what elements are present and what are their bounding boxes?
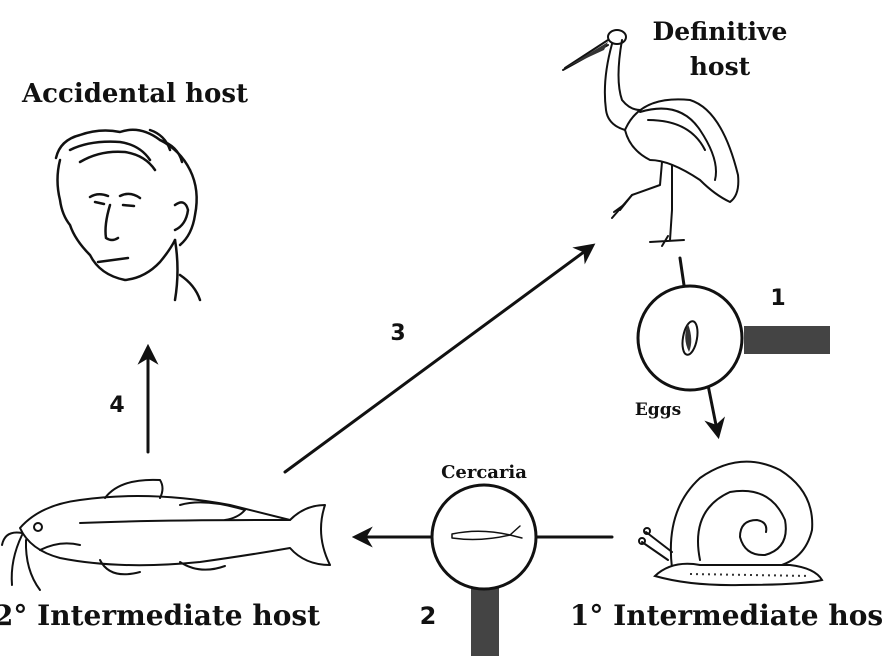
- step-number-3: 3: [390, 321, 405, 346]
- catfish-icon: [2, 480, 330, 590]
- definitive-host-label-line2: host: [690, 52, 751, 81]
- step-number-2: 2: [420, 602, 437, 630]
- step-number-1: 1: [770, 286, 785, 311]
- first-intermediate-host-label: 1° Intermediate host: [570, 599, 882, 632]
- arrow-fish-to-stork: [285, 246, 592, 472]
- cercaria-label: Cercaria: [441, 462, 527, 483]
- magnifier-egg-icon: [638, 286, 830, 390]
- eggs-label: Eggs: [635, 400, 681, 420]
- accidental-host-label: Accidental host: [21, 79, 248, 109]
- definitive-host-label-line1: Definitive: [653, 17, 788, 46]
- second-intermediate-host-label: 2° Intermediate host: [0, 599, 320, 632]
- arrow-egg-to-snail: [708, 385, 718, 435]
- step-number-4: 4: [109, 393, 124, 418]
- magnifier-cercaria-icon: [432, 485, 536, 656]
- human-head-icon: [56, 130, 200, 300]
- snail-icon: [639, 462, 822, 585]
